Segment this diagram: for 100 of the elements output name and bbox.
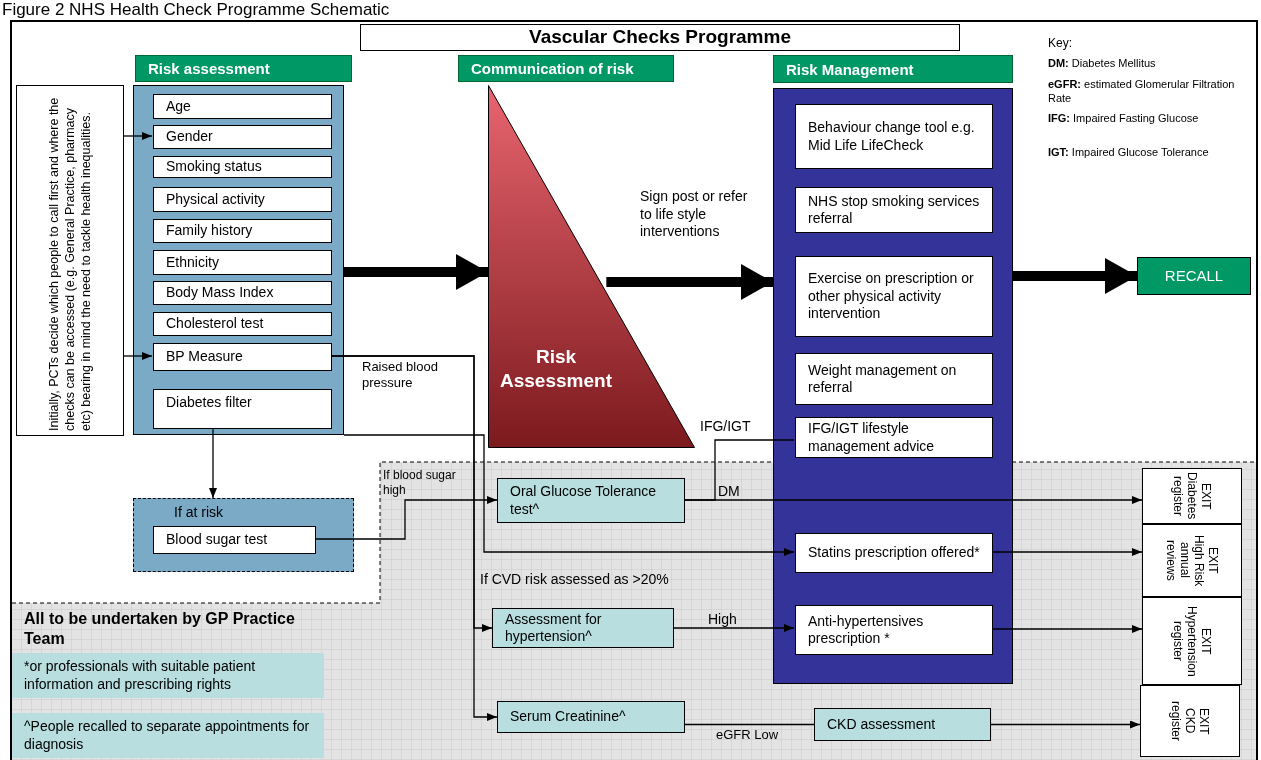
edge-label: DM — [718, 483, 740, 501]
arrow — [343, 434, 795, 556]
exit-text: EXIT — [1197, 706, 1211, 737]
panel-text: If at risk — [174, 504, 223, 522]
note-text: Initially, PCTs decide which people to call first and where the checks can be accessed (e.g. General Practice, pharmacy etc) bearing in mind the need to tackle health inequalities. — [46, 96, 94, 431]
process-box — [497, 701, 685, 733]
process-box — [153, 526, 316, 554]
recall-box — [1137, 257, 1251, 295]
box-text: RECALL — [1164, 265, 1224, 286]
box-text: Exercise on prescription or other physical activity intervention — [808, 270, 975, 323]
box-text: Body Mass Index — [166, 284, 274, 302]
box-text: Blood sugar test — [166, 531, 268, 549]
label-text: DM: Diabetes Mellitus — [1048, 57, 1156, 71]
arrow — [991, 548, 1143, 556]
connector-line — [684, 723, 815, 726]
process-box — [153, 94, 332, 119]
box-text: Age — [166, 97, 191, 116]
title-box — [360, 24, 960, 51]
header-text: Communication of risk — [471, 61, 634, 76]
box-text: Weight management on referral — [808, 361, 958, 397]
note-box — [12, 713, 324, 758]
edge-label: High — [708, 611, 737, 629]
box-text: IFG/IGT lifestyle management advice — [808, 420, 936, 455]
arrow — [314, 496, 498, 540]
exit-text: Diabetes register — [1171, 471, 1199, 522]
arrow — [991, 625, 1143, 633]
process-box — [153, 343, 332, 371]
box-text: Family history — [166, 222, 253, 240]
connector-line — [684, 439, 795, 501]
exit-text: High Risk annual reviews — [1164, 533, 1206, 589]
process-box — [795, 104, 993, 169]
label-text: All to be undertaken by GP Practice Team — [24, 609, 296, 649]
header-bar — [135, 55, 352, 82]
process-box — [153, 281, 332, 305]
note-text: *or professionals with suitable patient information and prescribing rights — [24, 658, 257, 693]
box-text: Assessment for hypertension^ — [505, 610, 603, 646]
box-text: Oral Glucose Tolerance test^ — [510, 483, 658, 518]
panel — [773, 88, 1013, 684]
label-text: IFG: Impaired Fasting Glucose — [1048, 112, 1200, 126]
box-text: Physical activity — [166, 190, 265, 209]
exit-text: CKD register — [1169, 700, 1197, 743]
box-text: Cholesterol test — [166, 315, 264, 333]
process-box — [497, 478, 685, 523]
process-box — [795, 533, 993, 573]
process-box — [153, 219, 332, 243]
arrow — [344, 254, 488, 290]
process-box — [795, 187, 993, 233]
label-text: Key: — [1048, 36, 1072, 51]
process-box — [153, 187, 332, 212]
note-box — [12, 653, 324, 698]
box-text: BP Measure — [166, 348, 243, 366]
box-text: Behaviour change tool e.g. Mid Life LifeCheck — [808, 119, 976, 154]
arrow — [1013, 258, 1137, 294]
box-text: NHS stop smoking services referral — [808, 192, 980, 228]
arrow — [990, 720, 1141, 729]
box-text: Serum Creatinine^ — [510, 708, 626, 726]
box-text: Smoking status — [166, 158, 262, 176]
process-box — [795, 605, 993, 655]
note-text: ^People recalled to separate appointments for diagnosis — [24, 718, 311, 753]
note-box — [16, 85, 124, 436]
box-title: Vascular Checks Programme — [529, 25, 791, 50]
exit-text: EXIT — [1199, 626, 1213, 657]
label-text: eGFR: estimated Glomerular Filtration Rate — [1048, 78, 1236, 106]
process-box — [814, 708, 991, 741]
process-box — [153, 125, 332, 149]
process-box — [492, 608, 674, 648]
box-text: Statins prescription offered* — [808, 544, 980, 562]
dashed-panel — [133, 498, 354, 572]
process-box — [795, 417, 993, 458]
edge-label: eGFR Low — [716, 727, 779, 744]
box-text: Diabetes filter — [166, 394, 252, 412]
edge-label: Sign post or refer to life style interventions — [640, 188, 749, 241]
header-bar — [773, 55, 1013, 83]
process-box — [795, 256, 993, 337]
edge-label: IFG/IGT — [700, 418, 751, 436]
header-bar — [458, 55, 674, 82]
edge-label: If CVD risk assessed as >20% — [480, 571, 669, 589]
exit-box — [1140, 685, 1240, 757]
figure-title: Figure 2 NHS Health Check Programme Schematic — [2, 0, 390, 20]
process-box — [153, 156, 332, 178]
box-text: CKD assessment — [827, 715, 936, 734]
exit-box — [1142, 468, 1242, 524]
header-text: Risk assessment — [148, 61, 270, 76]
arrow — [330, 355, 498, 721]
exit-text: EXIT — [1199, 481, 1213, 512]
arrow — [123, 352, 153, 360]
exit-box — [1142, 524, 1242, 597]
edge-label: If blood sugar high — [383, 468, 457, 498]
label-text: IGT: Impaired Glucose Tolerance — [1048, 146, 1210, 160]
box-text: Ethnicity — [166, 253, 219, 272]
process-box — [153, 389, 332, 429]
arrow — [606, 264, 773, 300]
header-text: Risk Management — [786, 61, 914, 77]
exit-text: EXIT — [1206, 546, 1220, 576]
arrow — [209, 427, 217, 499]
box-text: Gender — [166, 128, 213, 146]
arrow — [123, 132, 153, 140]
process-box — [795, 353, 993, 405]
exit-text: Hypertension register — [1171, 604, 1199, 679]
panel — [133, 85, 344, 435]
